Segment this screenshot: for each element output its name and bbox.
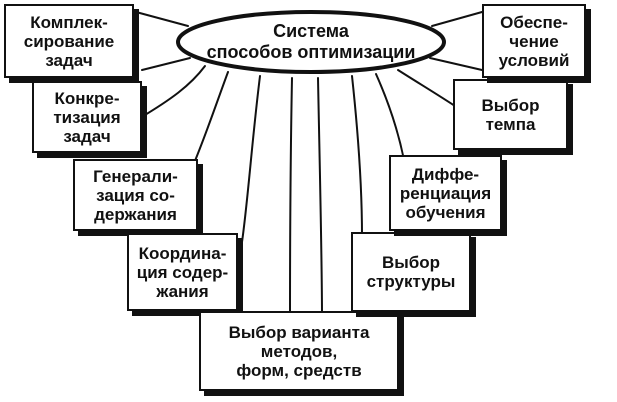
connector-kompleks <box>135 11 189 27</box>
center-ellipse <box>176 10 446 74</box>
connector-koordin <box>241 75 261 243</box>
connector-kompleks-2 <box>141 57 191 71</box>
connector-vybor-var-left <box>289 77 293 319</box>
connector-general <box>191 71 229 169</box>
box-konkretizaciya: Конкре- тизация задач <box>32 81 142 153</box>
box-generalizaciya: Генерали- зация со- держания <box>73 159 198 231</box>
connector-vybor-var-right <box>317 77 323 319</box>
box-differenciaciya: Диффе- ренциация обучения <box>389 155 502 231</box>
box-vybor-struktury: Выбор структуры <box>351 232 471 312</box>
connector-differ <box>375 73 405 161</box>
connector-vybor-temp <box>397 69 459 109</box>
connector-obespech-2 <box>429 57 483 71</box>
center-title: Система способов оптимизации <box>206 21 416 62</box>
connector-vybor-struct <box>351 75 363 237</box>
box-vybor-varianta: Выбор варианта методов, форм, средств <box>199 311 399 391</box>
connector-konkret <box>139 65 206 119</box>
box-kompleksirovanie: Комплек- сирование задач <box>4 4 134 78</box>
box-koordinaciya: Координа- ция содер- жания <box>127 233 238 311</box>
box-obespechenie: Обеспе- чение условий <box>482 4 586 78</box>
connector-obespech <box>431 11 483 27</box>
box-vybor-tempa: Выбор темпа <box>453 79 568 150</box>
